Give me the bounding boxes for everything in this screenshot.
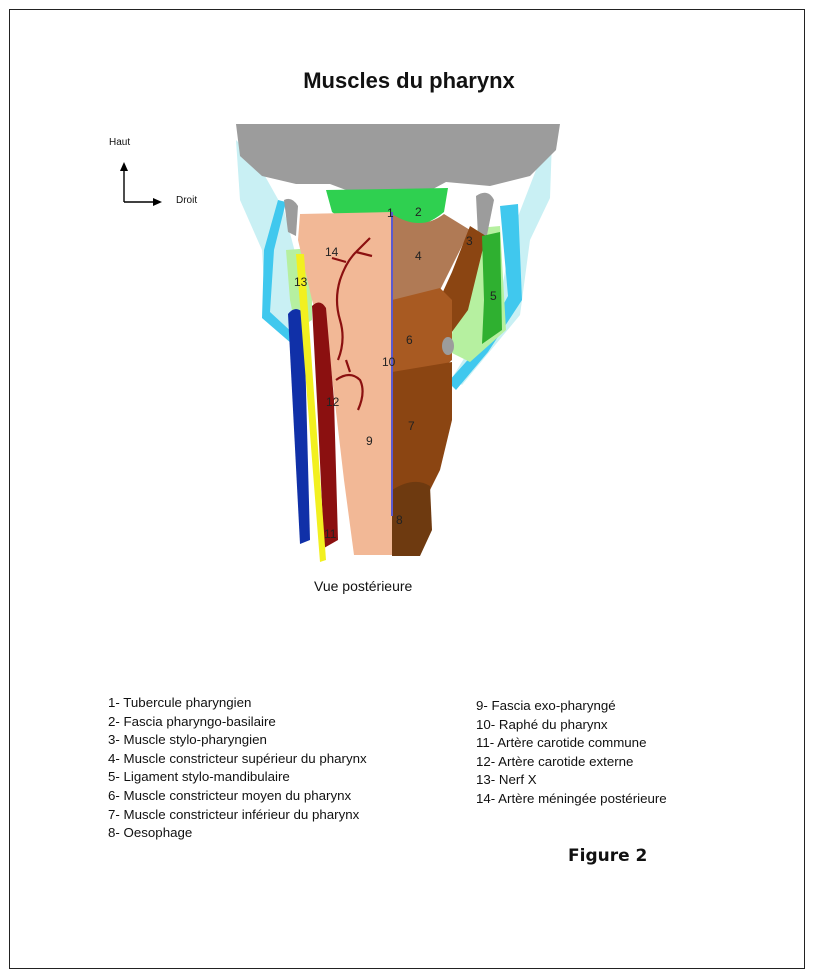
skull-base	[236, 124, 560, 196]
legend-item: 6- Muscle constricteur moyen du pharynx	[108, 787, 367, 806]
legend-item: 1- Tubercule pharyngien	[108, 694, 367, 713]
legend-right: 9- Fascia exo-pharyngé 10- Raphé du phar…	[476, 697, 667, 809]
diagram-number: 4	[415, 249, 422, 263]
legend-item: 3- Muscle stylo-pharyngien	[108, 731, 367, 750]
stylo-mandibular-green	[482, 232, 502, 344]
view-label: Vue postérieure	[314, 578, 412, 594]
legend-item: 13- Nerf X	[476, 771, 667, 790]
diagram-number: 5	[490, 289, 497, 303]
legend-item: 8- Oesophage	[108, 824, 367, 843]
legend-item: 7- Muscle constricteur inférieur du phar…	[108, 806, 367, 825]
diagram-number: 9	[366, 434, 373, 448]
diagram-number: 6	[406, 333, 413, 347]
legend-item: 5- Ligament stylo-mandibulaire	[108, 768, 367, 787]
constrictor-inferior	[392, 362, 452, 500]
diagram-number: 2	[415, 205, 422, 219]
legend-item: 11- Artère carotide commune	[476, 734, 667, 753]
diagram-number: 14	[325, 245, 339, 259]
legend-item: 4- Muscle constricteur supérieur du phar…	[108, 750, 367, 769]
diagram-number: 3	[466, 234, 473, 248]
legend-item: 12- Artère carotide externe	[476, 753, 667, 772]
diagram-number: 11	[324, 527, 337, 541]
diagram-number: 1	[387, 206, 394, 220]
legend-item: 14- Artère méningée postérieure	[476, 790, 667, 809]
diagram-number: 13	[294, 275, 308, 289]
diagram-number: 8	[396, 513, 403, 527]
diagram-number: 10	[382, 355, 396, 369]
legend-item: 9- Fascia exo-pharyngé	[476, 697, 667, 716]
legend-item: 10- Raphé du pharynx	[476, 716, 667, 735]
figure-label: Figure 2	[568, 846, 647, 866]
diagram-number: 7	[408, 419, 415, 433]
diagram-number: 12	[326, 395, 340, 409]
legend-left: 1- Tubercule pharyngien 2- Fascia pharyn…	[108, 694, 367, 843]
legend-item: 2- Fascia pharyngo-basilaire	[108, 713, 367, 732]
